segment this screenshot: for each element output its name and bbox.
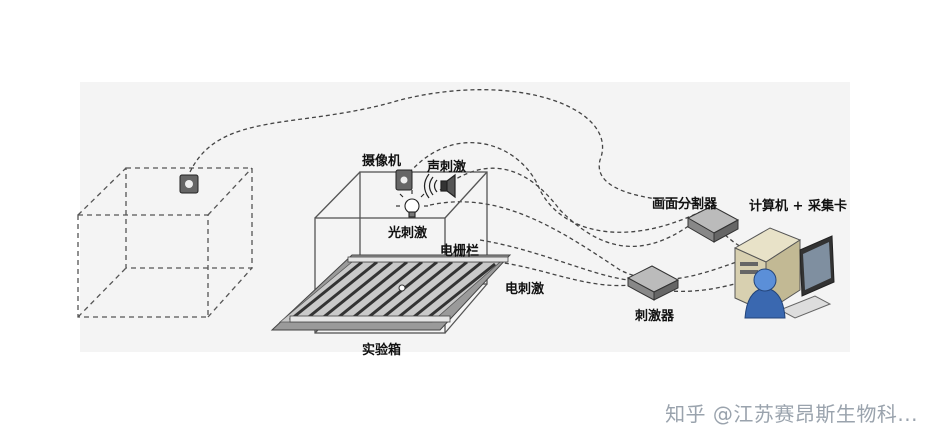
label-splitter: 画面分割器 xyxy=(652,197,718,212)
label-light-stimulus: 光刺激 xyxy=(388,226,428,241)
label-electric-stimulus: 电刺激 xyxy=(505,282,545,297)
camera-icon xyxy=(179,174,199,194)
speaker-icon xyxy=(423,173,456,199)
box-camera-icon xyxy=(395,169,413,191)
electric-grid xyxy=(270,254,512,331)
diagram-background xyxy=(80,82,850,352)
label-stimulator: 刺激器 xyxy=(635,309,675,324)
video-splitter xyxy=(686,205,740,243)
light-bulb-icon xyxy=(396,190,428,218)
label-computer: 计算机 + 采集卡 xyxy=(749,199,847,214)
label-box: 实验箱 xyxy=(362,343,402,358)
label-sound-stimulus: 声刺激 xyxy=(427,160,467,175)
user-icon xyxy=(744,268,786,319)
label-grid: 电栅栏 xyxy=(440,244,480,259)
label-camera: 摄像机 xyxy=(362,154,402,169)
stimulator xyxy=(626,265,680,301)
watermark: 知乎 @江苏赛昂斯生物科... xyxy=(665,402,918,426)
dashed-chamber xyxy=(77,167,253,318)
